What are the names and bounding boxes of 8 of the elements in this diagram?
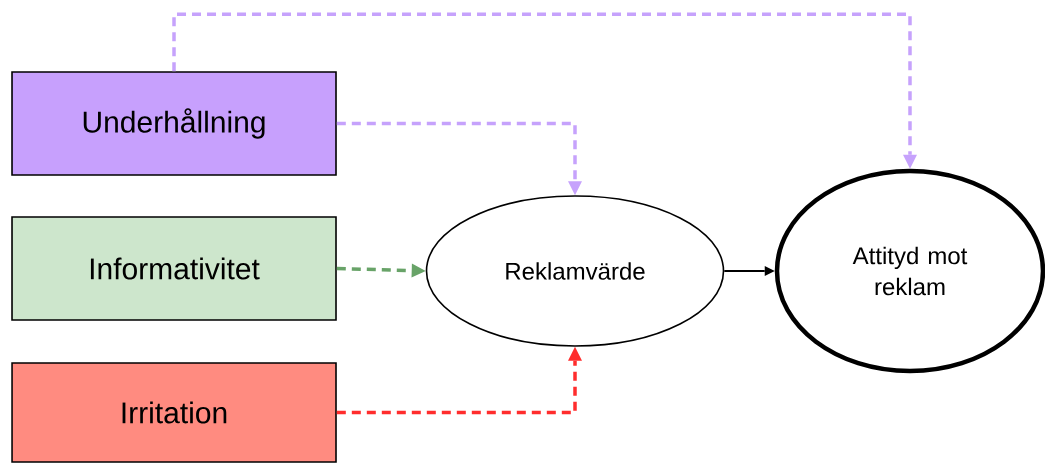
arrow [336,121,582,196]
arrow [723,266,775,276]
arrow [336,346,582,415]
label-box: Irritation [11,362,337,463]
label-box: Informativitet [11,216,337,321]
arrow [336,263,426,278]
label-box: Underhållning [11,71,337,176]
arrow [172,12,917,169]
